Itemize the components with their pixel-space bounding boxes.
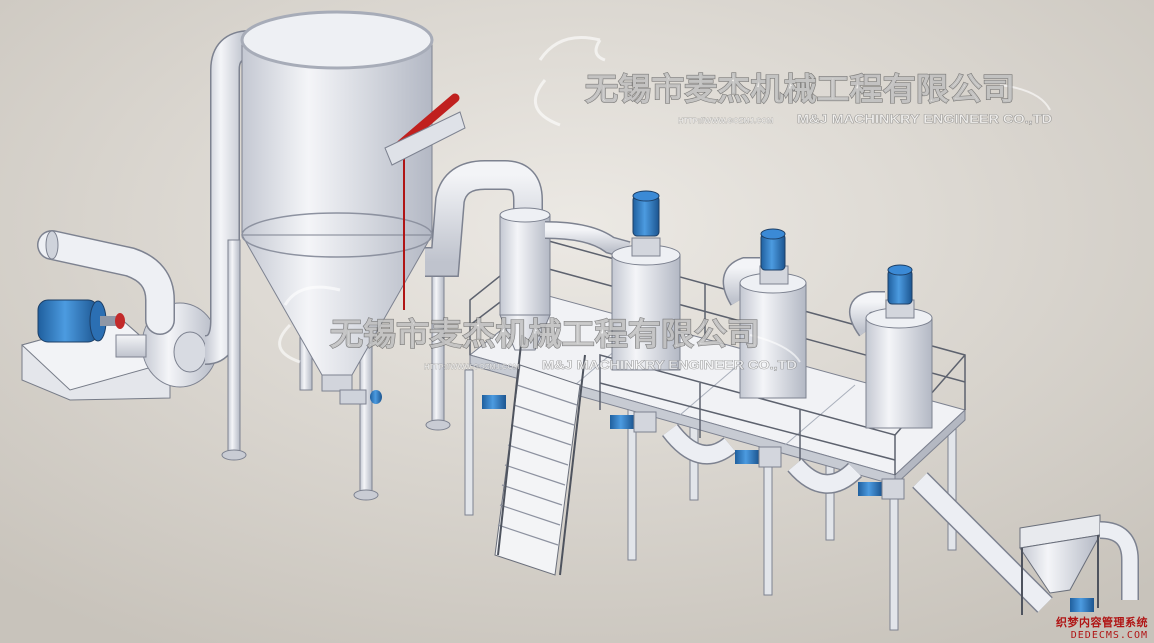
classifier-3 (849, 264, 933, 429)
watermark-center-cn: 无锡市麦杰机械工程有限公司 (330, 317, 760, 353)
rotary-valve-1 (610, 411, 657, 433)
watermark-center-en: M&J MACHINKRY ENGINEER CO.,TD (542, 358, 797, 372)
access-stairs (494, 334, 586, 576)
watermark-top-url: HTTP://WWW.GOZMJ.COM (678, 116, 773, 125)
classifier-2 (722, 228, 807, 399)
blower-motor (37, 299, 125, 343)
corner-watermark: 织梦内容管理系统 DEDECMS.COM (1056, 614, 1148, 641)
collection-silo (221, 10, 466, 501)
discharge-hopper (912, 472, 1139, 615)
primary-cyclone (499, 207, 631, 351)
watermark-center-url: HTTP://WWW.GOZMJ.COM (424, 362, 519, 371)
rotary-valve-4 (482, 395, 506, 409)
under-deck-piping (482, 395, 905, 500)
rotary-valve-3 (858, 478, 905, 500)
corner-watermark-en: DEDECMS.COM (1070, 630, 1148, 641)
watermark-top-cn: 无锡市麦杰机械工程有限公司 (585, 72, 1015, 108)
classifier-1 (611, 190, 681, 371)
classifier-2-motor (760, 228, 786, 271)
watermark-center: 无锡市麦杰机械工程有限公司 HTTP://WWW.GOZMJ.COM M&J M… (278, 285, 801, 372)
classifier-3-motor (887, 264, 913, 305)
watermark-top-en: M&J MACHINKRY ENGINEER CO.,TD (797, 112, 1052, 126)
corner-watermark-cn: 织梦内容管理系统 (1056, 616, 1148, 629)
classifier-1-motor (632, 190, 660, 237)
watermark-top: 无锡市麦杰机械工程有限公司 HTTP://WWW.GOZMJ.COM M&J M… (534, 36, 1053, 127)
transfer-pipe (425, 160, 543, 277)
rotary-valve-2 (735, 446, 782, 468)
blower-skid (21, 30, 251, 401)
